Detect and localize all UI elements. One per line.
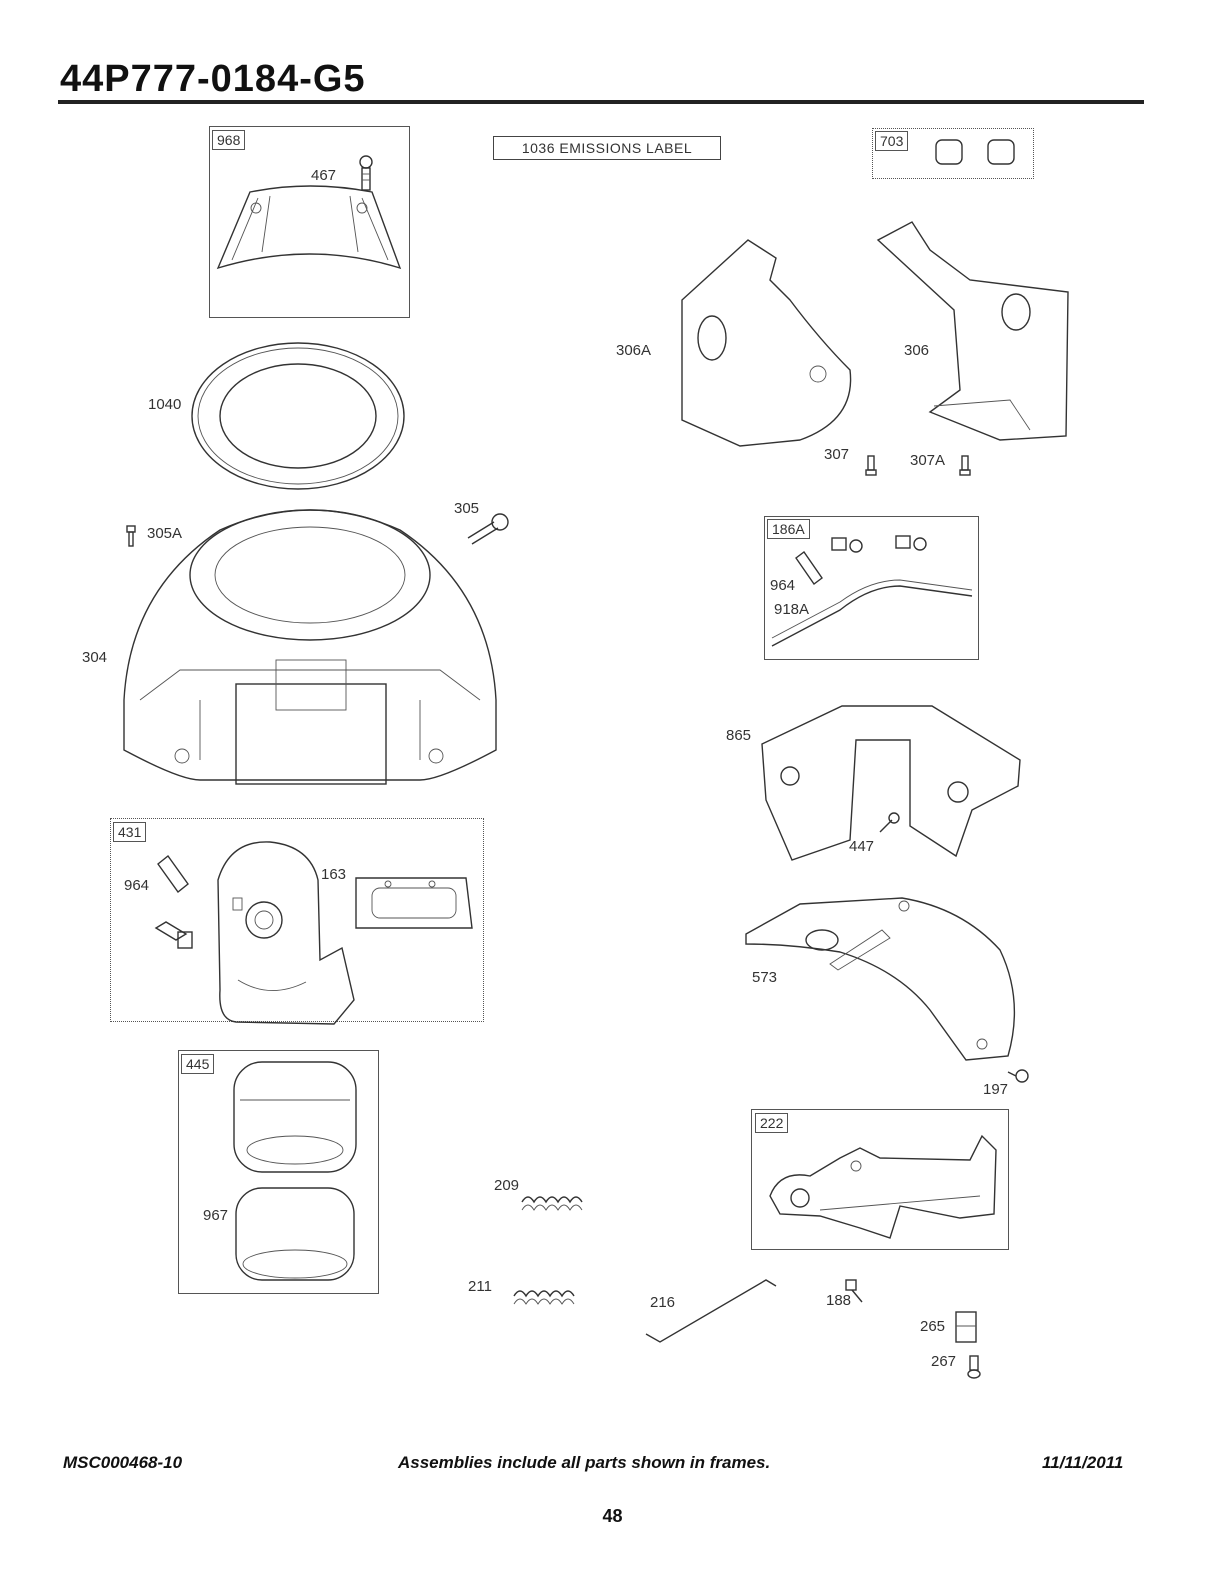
ring-1040-drawing xyxy=(192,343,404,489)
part-label-447: 447 xyxy=(849,838,874,855)
part-label-267: 267 xyxy=(931,1353,956,1370)
part-label-967: 967 xyxy=(203,1207,228,1224)
part-label-197: 197 xyxy=(983,1081,1008,1098)
part-label-865: 865 xyxy=(726,727,751,744)
filter-445-drawing xyxy=(234,1062,356,1172)
part-label-305A: 305A xyxy=(147,525,182,542)
clip-265-drawing xyxy=(956,1312,976,1342)
part-label-467: 467 xyxy=(311,167,336,184)
tube-964-a-drawing xyxy=(158,856,188,892)
part-label-305: 305 xyxy=(454,500,479,517)
rod-216-drawing xyxy=(646,1280,776,1342)
part-label-163: 163 xyxy=(321,866,346,883)
part-label-307: 307 xyxy=(824,446,849,463)
gasket-163-drawing xyxy=(356,878,472,928)
bolt-305A-drawing xyxy=(127,526,135,546)
bolt-307A-drawing xyxy=(960,456,970,475)
screw-467-drawing xyxy=(360,156,372,190)
spring-211-drawing xyxy=(514,1291,574,1304)
part-label-918A: 918A xyxy=(774,601,809,618)
part-label-307A: 307A xyxy=(910,452,945,469)
bracket-865-drawing xyxy=(762,706,1020,860)
screw-197-drawing xyxy=(1008,1070,1028,1082)
part-label-211: 211 xyxy=(468,1278,492,1295)
bolt-431-drawing xyxy=(156,922,192,948)
part-label-306A: 306A xyxy=(616,342,651,359)
cover-968-drawing xyxy=(218,186,400,268)
screw-447-drawing xyxy=(880,813,899,832)
housing-304-drawing xyxy=(124,510,496,784)
spring-209-drawing xyxy=(522,1197,582,1210)
part-label-964-b: 964 xyxy=(770,577,795,594)
part-label-216: 216 xyxy=(650,1294,675,1311)
screw-267-drawing xyxy=(968,1356,980,1378)
clips-703-drawing xyxy=(936,140,1014,164)
part-label-188: 188 xyxy=(826,1292,851,1309)
shroud-306-drawing xyxy=(878,222,1068,440)
footer-code: MSC000468-10 xyxy=(63,1453,182,1473)
bolt-307-drawing xyxy=(866,456,876,475)
fittings-186A-drawing xyxy=(772,536,972,646)
part-label-304: 304 xyxy=(82,649,107,666)
part-label-265: 265 xyxy=(920,1318,945,1335)
part-label-573: 573 xyxy=(752,969,777,986)
governor-222-drawing xyxy=(770,1136,996,1238)
part-label-209: 209 xyxy=(494,1177,519,1194)
plate-573-drawing xyxy=(746,898,1014,1060)
bolt-305-drawing xyxy=(468,514,508,544)
page-number: 48 xyxy=(0,1506,1225,1527)
precleaner-967-drawing xyxy=(236,1188,354,1280)
shroud-306A-drawing xyxy=(682,240,851,446)
footer-date: 11/11/2011 xyxy=(1042,1453,1123,1473)
part-label-306: 306 xyxy=(904,342,929,359)
part-label-1040: 1040 xyxy=(148,396,181,413)
part-label-964-a: 964 xyxy=(124,877,149,894)
footer-note: Assemblies include all parts shown in fr… xyxy=(398,1453,770,1473)
